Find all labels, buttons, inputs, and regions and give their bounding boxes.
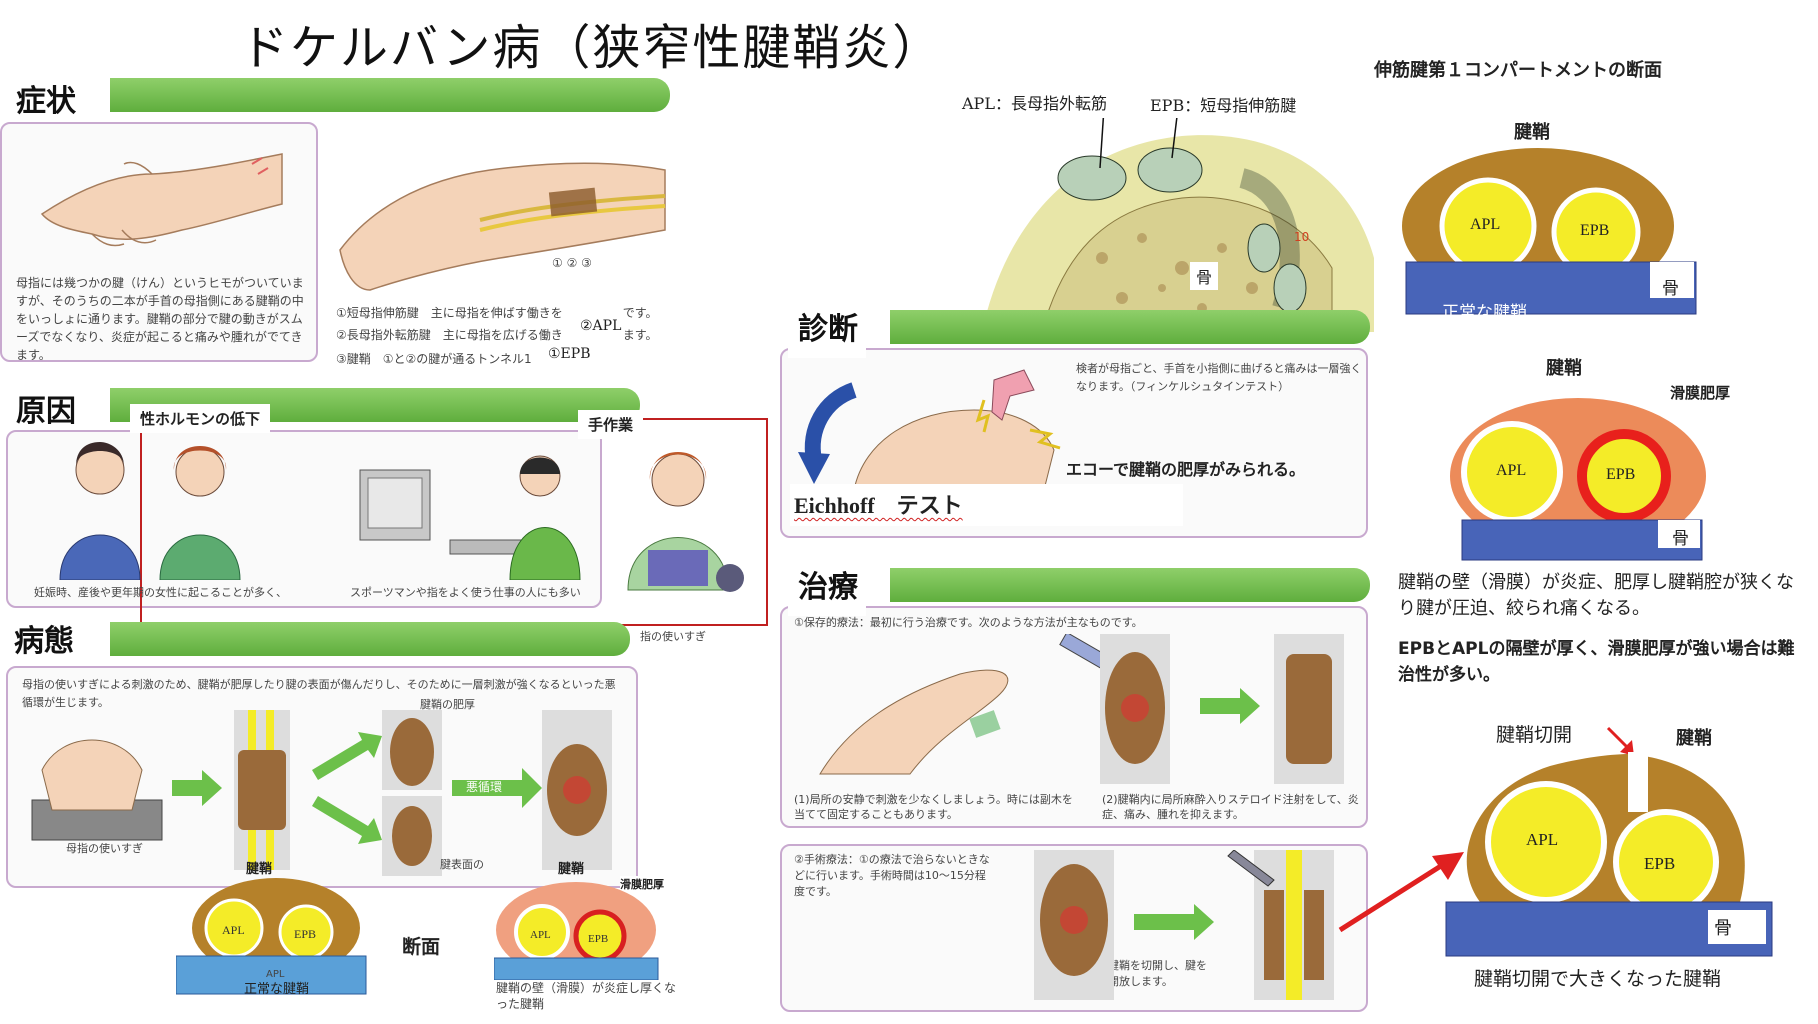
cause-caption-work: スポーツマンや指をよく使う仕事の人にも多い <box>350 586 581 599</box>
pathology-label-surface: 腱表面の <box>440 858 484 871</box>
treatment-cut-text: 腱鞘を切開し、腱を開放します。 <box>1108 959 1207 988</box>
pathology-apl-small: APL <box>266 969 285 980</box>
released-caption: 腱鞘切開で大きくなった腱鞘 <box>1474 968 1722 990</box>
treatment-steroid-text: (2)腱鞘内に局所麻酔入りステロイド注射をして、炎症、痛み、腫れを抑えます。 <box>1102 793 1359 821</box>
normal-sheath-diagram <box>1402 148 1697 315</box>
released-epb: EPB <box>1644 854 1676 873</box>
cause-label-handwork: 手作業 <box>578 410 644 439</box>
anatomical-cross-section <box>982 118 1374 332</box>
treatment-surgery-illustration <box>1034 850 1334 1000</box>
cause-label-hormone: 性ホルモンの低下 <box>130 404 271 433</box>
released-apl: APL <box>1526 830 1559 849</box>
svg-text:APL: APL <box>222 923 245 937</box>
pc-worker-illustration <box>359 455 581 580</box>
released-sheath-diagram <box>1445 752 1773 957</box>
symptom-heading-bar <box>110 78 670 112</box>
knitting-woman-illustration <box>608 440 758 600</box>
pathology-illustration <box>31 710 612 876</box>
svg-text:EPB: EPB <box>588 933 608 945</box>
symptom-legend-3: ③腱鞘 ①と②の腱が通るトンネル1 <box>336 352 532 366</box>
right-explain-1: 腱鞘の壁（滑膜）が炎症、肥厚し腱鞘腔が狭くなり腱が圧迫、絞られ痛くなる。 <box>1398 572 1794 619</box>
symptom-heading: 症状 <box>6 74 84 120</box>
epb-overlay-label: ①EPB <box>546 346 593 362</box>
normal-apl: APL <box>1470 216 1501 233</box>
cross-section-num10: 10 <box>1294 230 1310 244</box>
right-heading: 伸筋腱第１コンパートメントの断面 <box>1374 60 1662 81</box>
cause-caption-women: 妊娠時、産後や更年期の女性に起こることが多く、 <box>34 586 287 599</box>
released-cut-label: 腱鞘切開 <box>1496 724 1573 746</box>
released-sheath-label: 腱鞘 <box>1676 728 1712 749</box>
treatment-conservative-text: ①保存的療法：最初に行う治療です。次のような方法が主なものです。 <box>794 616 1143 629</box>
treatment-heading-bar <box>890 568 1370 602</box>
tendon-hand-illustration <box>339 162 666 291</box>
treatment-surgery-text: ②手術療法：①の療法で治らないときなどに行います。手術時間は10〜15分程度です… <box>794 853 990 898</box>
pathology-label-synovial: 滑膜肥厚 <box>620 876 664 892</box>
apl-overlay-label: ②APL <box>578 318 624 334</box>
normal-epb: EPB <box>1580 222 1610 239</box>
cross-section-bone: 骨 <box>1190 262 1219 290</box>
pathology-caption-wall: 腱鞘の壁（滑膜）が炎症し厚くなった腱鞘 <box>496 981 677 1011</box>
pathology-heading-bar <box>110 622 630 656</box>
symptom-panel: 母指には幾つかの腱（けん）というヒモがついていますが、そのうちの二本が手首の母指… <box>0 122 318 362</box>
diagnosis-echo: エコーで腱鞘の肥厚がみられる。 <box>1066 456 1306 480</box>
inflamed-sheath-diagram <box>1450 398 1706 561</box>
treatment-rest-text: (1)局所の安静で刺激を少なくしましょう。時には副木を当てて固定することもありま… <box>794 793 1073 821</box>
pathology-text: 母指の使いすぎによる刺激のため、腱鞘が肥厚したり腱の表面が傷んだりし、そのために… <box>22 678 616 709</box>
tendon-numbers: ① ② ③ <box>552 256 592 270</box>
svg-text:APL: APL <box>530 929 551 941</box>
cause-caption-overuse: 指の使いすぎ <box>640 630 706 643</box>
normal-bone: 骨 <box>1662 279 1679 299</box>
pathology-label-normal: 正常な腱鞘 <box>244 982 310 997</box>
diagnosis-text: 検者が母指ごと、手首を小指側に曲げると痛みは一層強くなります。（フィンケルシュタ… <box>1076 362 1362 393</box>
pathology-label-thickening: 腱鞘の肥厚 <box>420 698 475 711</box>
diagnosis-heading-bar <box>890 310 1370 344</box>
treatment-heading: 治療 <box>788 560 866 616</box>
cross-section-epb-label: EPB：短母指伸筋腱 <box>1150 96 1297 115</box>
finkelstein-illustration <box>798 369 1061 490</box>
women-illustration <box>59 442 241 580</box>
inflamed-apl: APL <box>1496 462 1527 479</box>
normal-caption: 正常な腱鞘 <box>1442 303 1527 323</box>
released-bone: 骨 <box>1714 918 1732 939</box>
normal-sheath-label: 腱鞘 <box>1514 122 1550 143</box>
right-explain-2: EPBとAPLの隔壁が厚く、滑膜肥厚が強い場合は難治性が多い。 <box>1398 639 1795 685</box>
pathology-label-sheath2: 腱鞘 <box>558 862 585 877</box>
treatment-conservative-illustration <box>819 634 1344 784</box>
inflamed-sheath-label: 腱鞘 <box>1546 358 1582 379</box>
pathology-label-vicious: 悪循環 <box>466 780 503 794</box>
pathology-label-sheath: 腱鞘 <box>246 862 273 877</box>
pathology-label-overuse: 母指の使いすぎ <box>66 842 143 855</box>
pathology-heading: 病態 <box>4 614 82 660</box>
big-red-arrow <box>1338 852 1464 933</box>
pathology-label-section: 断面 <box>402 936 441 958</box>
symptom-legend-1: ①短母指伸筋腱 主に母指を伸ばす働きを です。 <box>336 306 658 320</box>
diagnosis-test-name: Eichhoff テスト <box>790 484 1183 526</box>
cross-section-apl-label: APL：長母指外転筋 <box>962 94 1107 113</box>
page-title: ドケルバン病（狭窄性腱鞘炎） <box>240 20 943 76</box>
diagnosis-heading: 診断 <box>788 302 866 358</box>
inflamed-bone: 骨 <box>1672 529 1689 549</box>
inflamed-synovial-label: 滑膜肥厚 <box>1670 384 1731 402</box>
symptom-text: 母指には幾つかの腱（けん）というヒモがついていますが、そのうちの二本が手首の母指… <box>16 276 304 362</box>
inflamed-epb: EPB <box>1606 466 1636 483</box>
normal-sheath-small: APL EPB <box>176 878 367 995</box>
inflamed-sheath-small: APL EPB <box>494 882 659 980</box>
svg-text:EPB: EPB <box>294 927 316 941</box>
cause-heading: 原因 <box>6 384 84 430</box>
symptom-legend-2: ②長母指外転筋腱 主に母指を広げる働き ます。 <box>336 328 658 342</box>
bent-hand-illustration <box>40 153 283 247</box>
